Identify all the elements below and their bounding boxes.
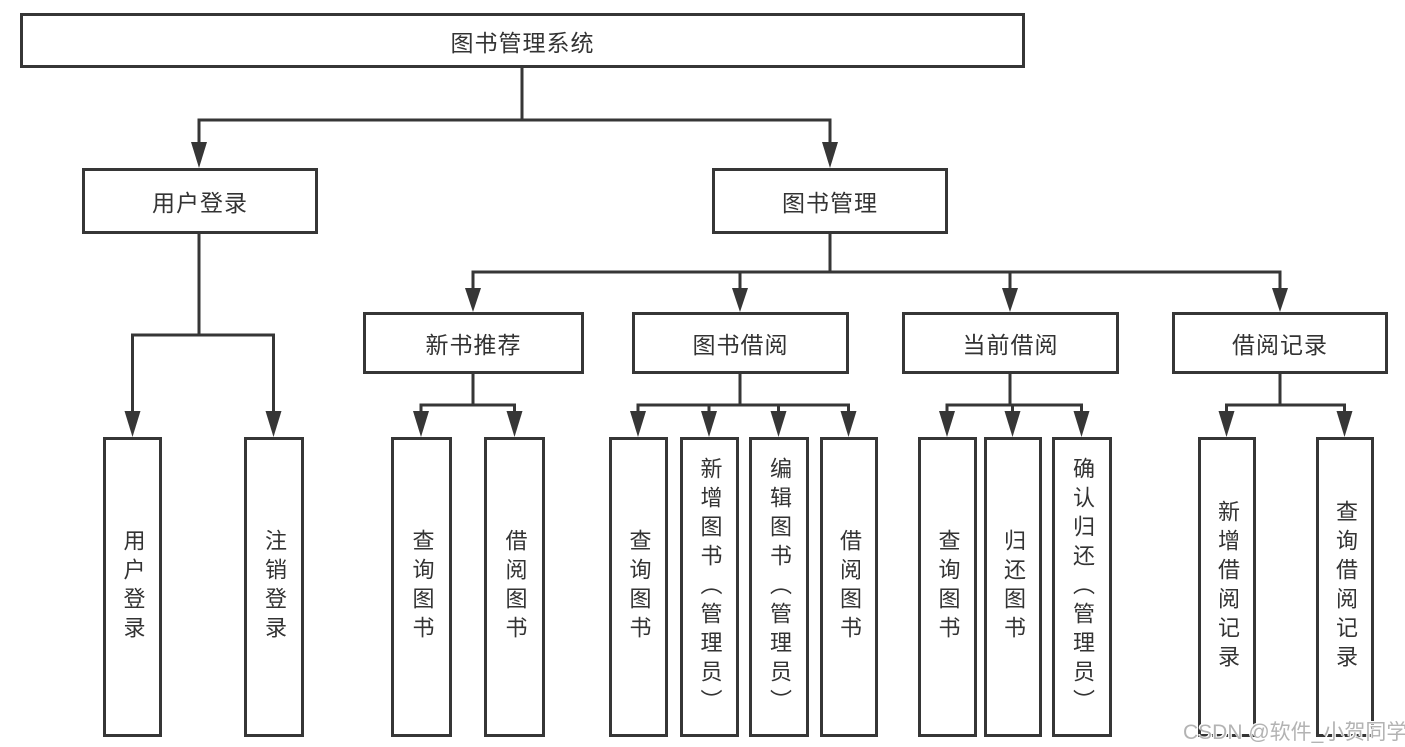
- node-borrow-records-label: 借阅记录: [1232, 332, 1328, 358]
- node-borrow-records: 借阅记录: [1172, 312, 1388, 374]
- node-book-borrow: 图书借阅: [632, 312, 849, 374]
- leaf-records-query-record-label: 查询借阅记录: [1333, 500, 1358, 674]
- leaf-borrow-edit-books-admin-label: 编辑图书（管理员）: [767, 456, 792, 718]
- node-new-book-recommend: 新书推荐: [363, 312, 584, 374]
- leaf-borrow-query-books-label: 查询图书: [626, 529, 652, 645]
- leaf-current-query-books: 查询图书: [918, 437, 977, 737]
- watermark: CSDN @软件_小贺同学: [1183, 721, 1405, 744]
- node-user-login-label: 用户登录: [152, 190, 248, 216]
- leaf-borrow-add-books-admin-label: 新增图书（管理员）: [697, 456, 723, 718]
- node-book-borrow-label: 图书借阅: [692, 332, 789, 358]
- leaf-newbook-query-books: 查询图书: [391, 437, 452, 737]
- leaf-newbook-borrow-books-label: 借阅图书: [502, 529, 528, 645]
- leaf-borrow-add-books-admin: 新增图书（管理员）: [680, 437, 739, 737]
- leaf-records-add-record: 新增借阅记录: [1198, 437, 1256, 737]
- arrowheads: [124, 142, 1353, 437]
- node-book-management-label: 图书管理: [782, 190, 878, 216]
- leaf-records-add-record-label: 新增借阅记录: [1215, 500, 1240, 674]
- leaf-current-query-books-label: 查询图书: [935, 529, 961, 645]
- leaf-user-login: 用户登录: [103, 437, 162, 737]
- node-user-login: 用户登录: [82, 168, 318, 234]
- leaf-current-confirm-return-admin: 确认归还（管理员）: [1052, 437, 1112, 737]
- leaf-borrow-borrow-books-label: 借阅图书: [837, 529, 862, 645]
- leaf-newbook-query-books-label: 查询图书: [409, 529, 435, 645]
- node-root-label: 图书管理系统: [450, 29, 595, 56]
- leaf-records-query-record: 查询借阅记录: [1316, 437, 1374, 737]
- leaf-current-return-books-label: 归还图书: [1001, 529, 1026, 645]
- leaf-newbook-borrow-books: 借阅图书: [484, 437, 545, 737]
- leaf-borrow-edit-books-admin: 编辑图书（管理员）: [749, 437, 809, 737]
- leaf-current-return-books: 归还图书: [984, 437, 1042, 737]
- leaf-logout-label: 注销登录: [262, 529, 287, 645]
- leaf-current-confirm-return-admin-label: 确认归还（管理员）: [1070, 456, 1095, 718]
- node-current-borrow: 当前借阅: [902, 312, 1119, 374]
- node-new-book-recommend-label: 新书推荐: [425, 332, 522, 358]
- leaf-borrow-query-books: 查询图书: [609, 437, 668, 737]
- leaf-borrow-borrow-books: 借阅图书: [820, 437, 878, 737]
- node-root: 图书管理系统: [20, 13, 1025, 68]
- node-current-borrow-label: 当前借阅: [962, 332, 1059, 358]
- node-book-management: 图书管理: [712, 168, 948, 234]
- leaf-logout: 注销登录: [244, 437, 304, 737]
- leaf-user-login-label: 用户登录: [120, 529, 146, 645]
